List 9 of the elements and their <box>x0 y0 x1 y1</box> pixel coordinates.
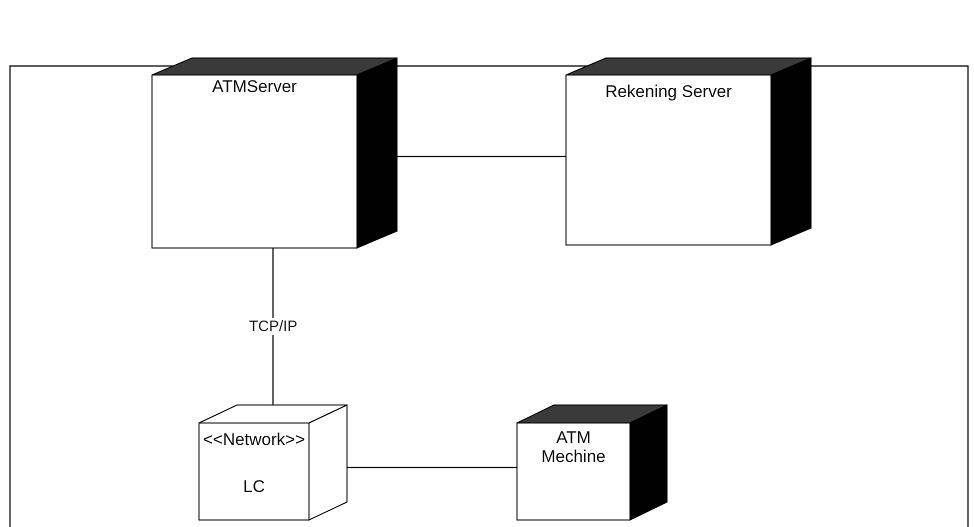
node-label: LC <box>242 478 266 497</box>
node-label: ATM Mechine <box>540 429 607 466</box>
connector-line <box>347 466 517 468</box>
connector-line <box>272 248 274 405</box>
node-label: Rekening Server <box>604 83 733 102</box>
node-label: ATMServer <box>211 78 298 97</box>
connector-line <box>397 156 566 158</box>
stereotype-label: <<Network>> <box>202 431 306 450</box>
edge-label: TCP/IP <box>248 318 298 335</box>
